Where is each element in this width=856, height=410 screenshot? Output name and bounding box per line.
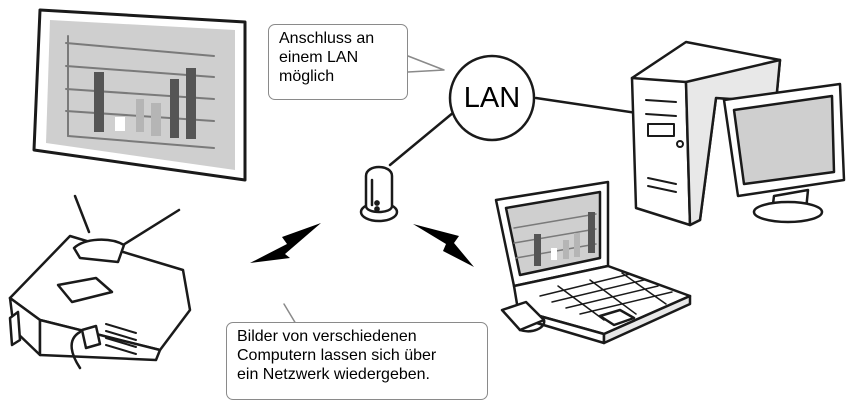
callout-line: möglich xyxy=(279,68,335,85)
callout-line: Bilder von verschiedenen xyxy=(237,328,417,345)
lan-connection-callout: Anschluss an einem LAN möglich xyxy=(268,24,408,100)
lan-label: LAN xyxy=(463,81,521,114)
projector-icon xyxy=(8,234,192,370)
network-playback-callout: Bilder von verschiedenen Computern lasse… xyxy=(226,322,488,400)
desktop-computer-icon xyxy=(630,40,846,227)
lan-hub-icon xyxy=(448,54,536,142)
callout-line: Anschluss an xyxy=(279,30,375,47)
projection-screen-icon xyxy=(32,8,247,182)
wireless-signal-icon xyxy=(250,223,321,263)
callout-line: einem LAN xyxy=(279,49,359,66)
callout-line: ein Netzwerk wiedergeben. xyxy=(237,366,430,383)
wireless-access-point-icon xyxy=(359,165,399,223)
wireless-signal-icon xyxy=(413,224,474,267)
callout-line: Computern lassen sich über xyxy=(237,347,437,364)
laptop-icon xyxy=(494,180,692,345)
